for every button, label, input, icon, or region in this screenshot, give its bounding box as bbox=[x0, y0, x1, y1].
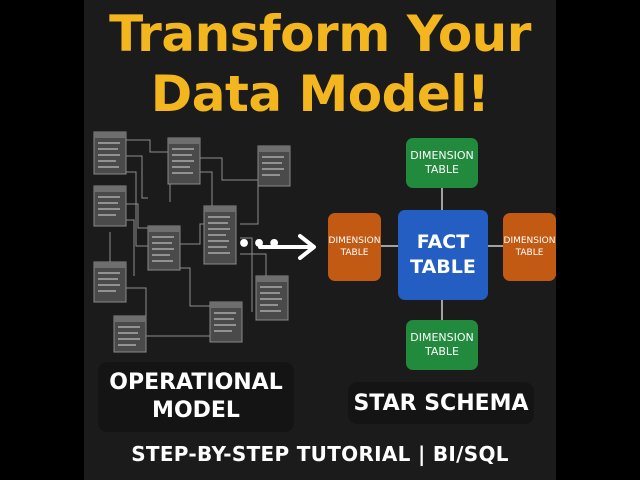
table-icon bbox=[147, 225, 181, 271]
table-icon bbox=[203, 205, 237, 265]
table-icon bbox=[93, 261, 127, 303]
operational-model-diagram bbox=[93, 131, 291, 353]
operational-connectors bbox=[109, 139, 267, 337]
headline-line-1: Transform Your bbox=[109, 5, 531, 63]
transition-dots: ••• bbox=[237, 232, 283, 257]
table-icon bbox=[93, 131, 127, 175]
table-icon bbox=[93, 185, 127, 227]
dimension-table-right: DIMENSION TABLE bbox=[503, 213, 556, 281]
fact-table: FACT TABLE bbox=[398, 210, 488, 300]
table-icon bbox=[257, 145, 291, 187]
operational-model-label: OPERATIONAL MODEL bbox=[98, 362, 294, 432]
table-icon bbox=[255, 275, 289, 321]
dimension-table-top: DIMENSION TABLE bbox=[406, 138, 478, 188]
star-schema-label: STAR SCHEMA bbox=[348, 382, 534, 424]
right-border-band bbox=[556, 0, 640, 480]
table-icon bbox=[113, 315, 147, 353]
arrow-right-icon bbox=[258, 234, 316, 260]
footer-subtitle: STEP-BY-STEP TUTORIAL | BI/SQL bbox=[131, 442, 509, 466]
dimension-table-left: DIMENSION TABLE bbox=[328, 213, 381, 281]
table-icon bbox=[209, 301, 243, 343]
left-border-band bbox=[0, 0, 84, 480]
table-icon bbox=[167, 137, 201, 185]
dimension-table-bottom: DIMENSION TABLE bbox=[406, 320, 478, 370]
headline-line-2: Data Model! bbox=[150, 65, 490, 123]
